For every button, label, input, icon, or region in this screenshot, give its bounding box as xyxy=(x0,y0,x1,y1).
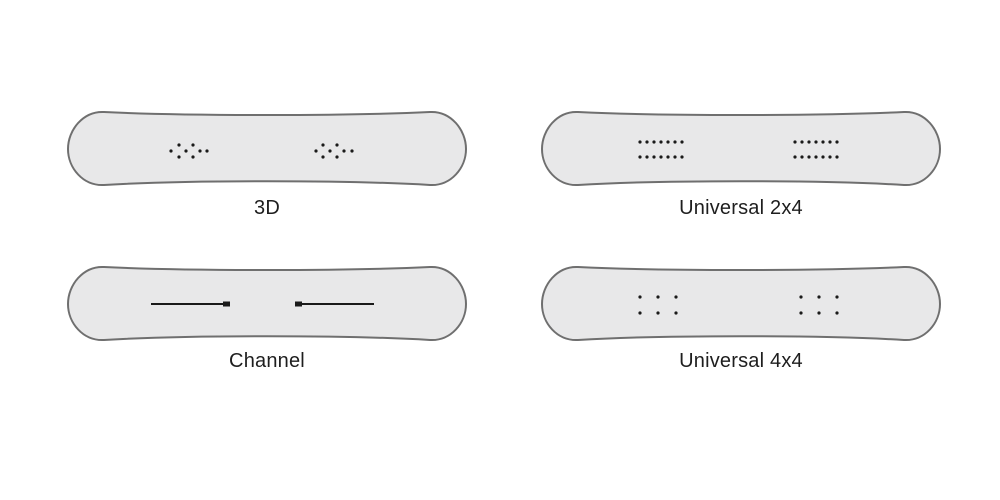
board-label-universal-4x4: Universal 4x4 xyxy=(679,350,803,372)
board-label-channel: Channel xyxy=(229,350,305,372)
snowboard-3d xyxy=(66,108,468,188)
insert-grid-right xyxy=(799,295,839,315)
board-outline xyxy=(66,265,468,342)
insert-pattern-right xyxy=(314,143,354,159)
board-outline xyxy=(540,265,942,342)
board-outline xyxy=(66,110,468,187)
board-label-universal-2x4: Universal 2x4 xyxy=(679,197,803,219)
snowboard-3d-shape xyxy=(66,110,468,187)
board-label-3d: 3D xyxy=(254,197,280,219)
snowboard-channel xyxy=(66,263,468,343)
insert-grid-right xyxy=(793,140,839,159)
snowboard-channel-shape xyxy=(66,265,468,342)
board-outline xyxy=(540,110,942,187)
snowboard-universal-4x4-shape xyxy=(540,265,942,342)
snowboard-universal-2x4-shape xyxy=(540,110,942,187)
snowboard-universal-2x4 xyxy=(540,108,942,188)
insert-grid-left xyxy=(638,295,678,315)
channel-slot-left xyxy=(151,301,230,307)
insert-grid-left xyxy=(638,140,684,159)
channel-slot-right xyxy=(295,301,374,307)
insert-pattern-left xyxy=(169,143,209,159)
snowboard-universal-4x4 xyxy=(540,263,942,343)
